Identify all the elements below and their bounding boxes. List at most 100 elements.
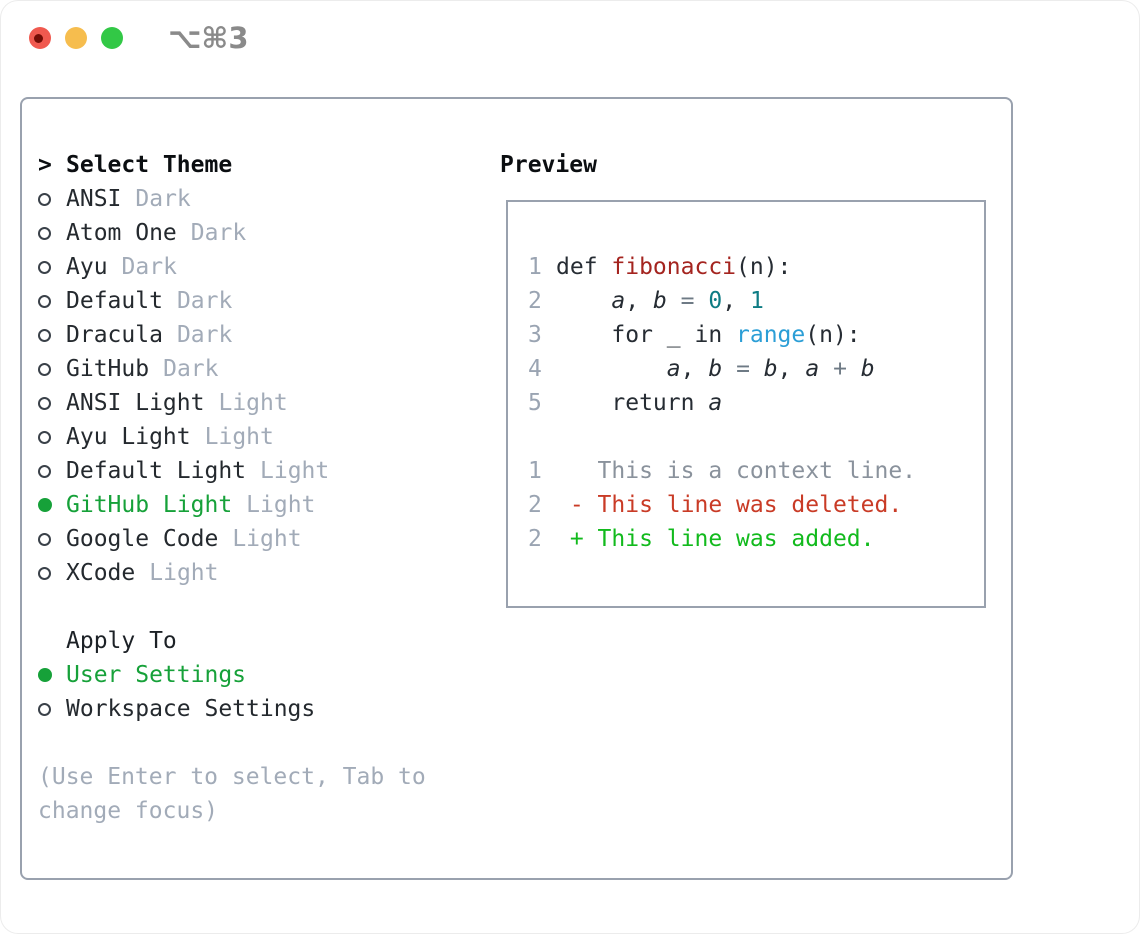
code-line: 1 def fibonacci(n): (528, 250, 984, 284)
maximize-button[interactable] (101, 27, 123, 49)
prompt-icon: > (38, 152, 52, 178)
code-token-p: for _ in (556, 322, 737, 348)
radio-unselected-icon (38, 532, 51, 546)
theme-variant-tag: Dark (163, 356, 219, 382)
radio-unselected-icon (38, 464, 51, 478)
radio-slot (38, 318, 52, 352)
code-token-add: + This line was added. (556, 526, 875, 552)
list-title: Select Theme (66, 152, 233, 178)
radio-slot (38, 420, 52, 454)
radio-unselected-icon (38, 260, 51, 274)
code-token-k: def (556, 254, 612, 280)
keyboard-hint: (Use Enter to select, Tab to change focus… (38, 760, 478, 828)
code-token-o: + (833, 356, 847, 382)
line-number: 4 (528, 356, 542, 382)
code-token-v: a (611, 288, 626, 314)
theme-option-google-code[interactable]: Google Code Light (38, 522, 478, 556)
code-token-n: 1 (749, 288, 764, 314)
radio-unselected-icon (38, 430, 51, 444)
code-line: 4 a, b = b, a + b (528, 352, 984, 386)
radio-slot (38, 692, 52, 726)
theme-option-label: Google Code (66, 526, 219, 552)
code-line: 1 This is a context line. (528, 454, 984, 488)
radio-slot (38, 352, 52, 386)
hint-line: (Use Enter to select, Tab to (38, 764, 426, 790)
code-line: 5 return a (528, 386, 984, 420)
theme-option-label: GitHub Light (66, 492, 233, 518)
theme-variant-tag: Dark (135, 186, 191, 212)
code-token-v: a (666, 356, 681, 382)
code-token-p (556, 288, 611, 314)
code-token-p (556, 356, 667, 382)
code-token-p (695, 288, 709, 314)
code-token-v: b (652, 288, 667, 314)
code-token-p: , (777, 356, 806, 382)
theme-option-dracula[interactable]: Dracula Dark (38, 318, 478, 352)
radio-slot (38, 454, 52, 488)
code-token-p (819, 356, 833, 382)
close-button[interactable] (29, 27, 51, 49)
line-number: 1 (528, 254, 542, 280)
code-token-p: (n): (736, 254, 792, 280)
radio-unselected-icon (38, 226, 51, 240)
theme-variant-tag: Dark (121, 254, 177, 280)
spacer-row (38, 726, 478, 760)
window-title: ⌥⌘3 (168, 21, 249, 55)
apply-option-workspace-settings[interactable]: Workspace Settings (38, 692, 478, 726)
hint-line: change focus) (38, 798, 219, 824)
radio-unselected-icon (38, 566, 51, 580)
theme-variant-tag: Light (149, 560, 219, 586)
window-titlebar: ⌥⌘3 (0, 0, 1140, 76)
theme-option-ansi-light[interactable]: ANSI Light Light (38, 386, 478, 420)
apply-option-user-settings[interactable]: User Settings (38, 658, 478, 692)
line-number: 1 (528, 458, 542, 484)
code-token-p: , (722, 288, 750, 314)
minimize-button[interactable] (65, 27, 87, 49)
line-number: 2 (528, 526, 542, 552)
radio-unselected-icon (38, 702, 51, 716)
theme-option-label: Default (66, 288, 163, 314)
code-token-o: = (736, 356, 750, 382)
theme-variant-tag: Light (218, 390, 288, 416)
code-token-p (847, 356, 861, 382)
radio-slot (38, 488, 52, 522)
line-number: 2 (528, 288, 542, 314)
code-token-ctx: This is a context line. (556, 458, 917, 484)
code-line: 2 + This line was added. (528, 522, 984, 556)
theme-variant-tag: Light (232, 526, 302, 552)
line-number: 5 (528, 390, 542, 416)
code-token-fn: fibonacci (611, 254, 737, 280)
theme-option-label: Dracula (66, 322, 163, 348)
radio-unselected-icon (38, 192, 51, 206)
line-number: 3 (528, 322, 542, 348)
code-line: 3 for _ in range(n): (528, 318, 984, 352)
theme-option-ansi[interactable]: ANSI Dark (38, 182, 478, 216)
code-token-p (750, 356, 764, 382)
theme-option-label: XCode (66, 560, 136, 586)
theme-option-label: ANSI (66, 186, 122, 212)
apply-to-header: Apply To (38, 624, 478, 658)
theme-variant-tag: Dark (176, 322, 233, 348)
apply-option-label: Workspace Settings (66, 696, 316, 722)
code-token-p: , (625, 288, 653, 314)
radio-slot (38, 250, 52, 284)
theme-option-label: Default Light (66, 458, 247, 484)
code-token-o: = (680, 288, 695, 314)
radio-selected-icon (38, 668, 52, 682)
code-token-v: b (860, 356, 875, 382)
theme-option-xcode[interactable]: XCode Light (38, 556, 478, 590)
radio-slot (38, 658, 52, 692)
theme-option-label: ANSI Light (66, 390, 205, 416)
radio-unselected-icon (38, 362, 51, 376)
